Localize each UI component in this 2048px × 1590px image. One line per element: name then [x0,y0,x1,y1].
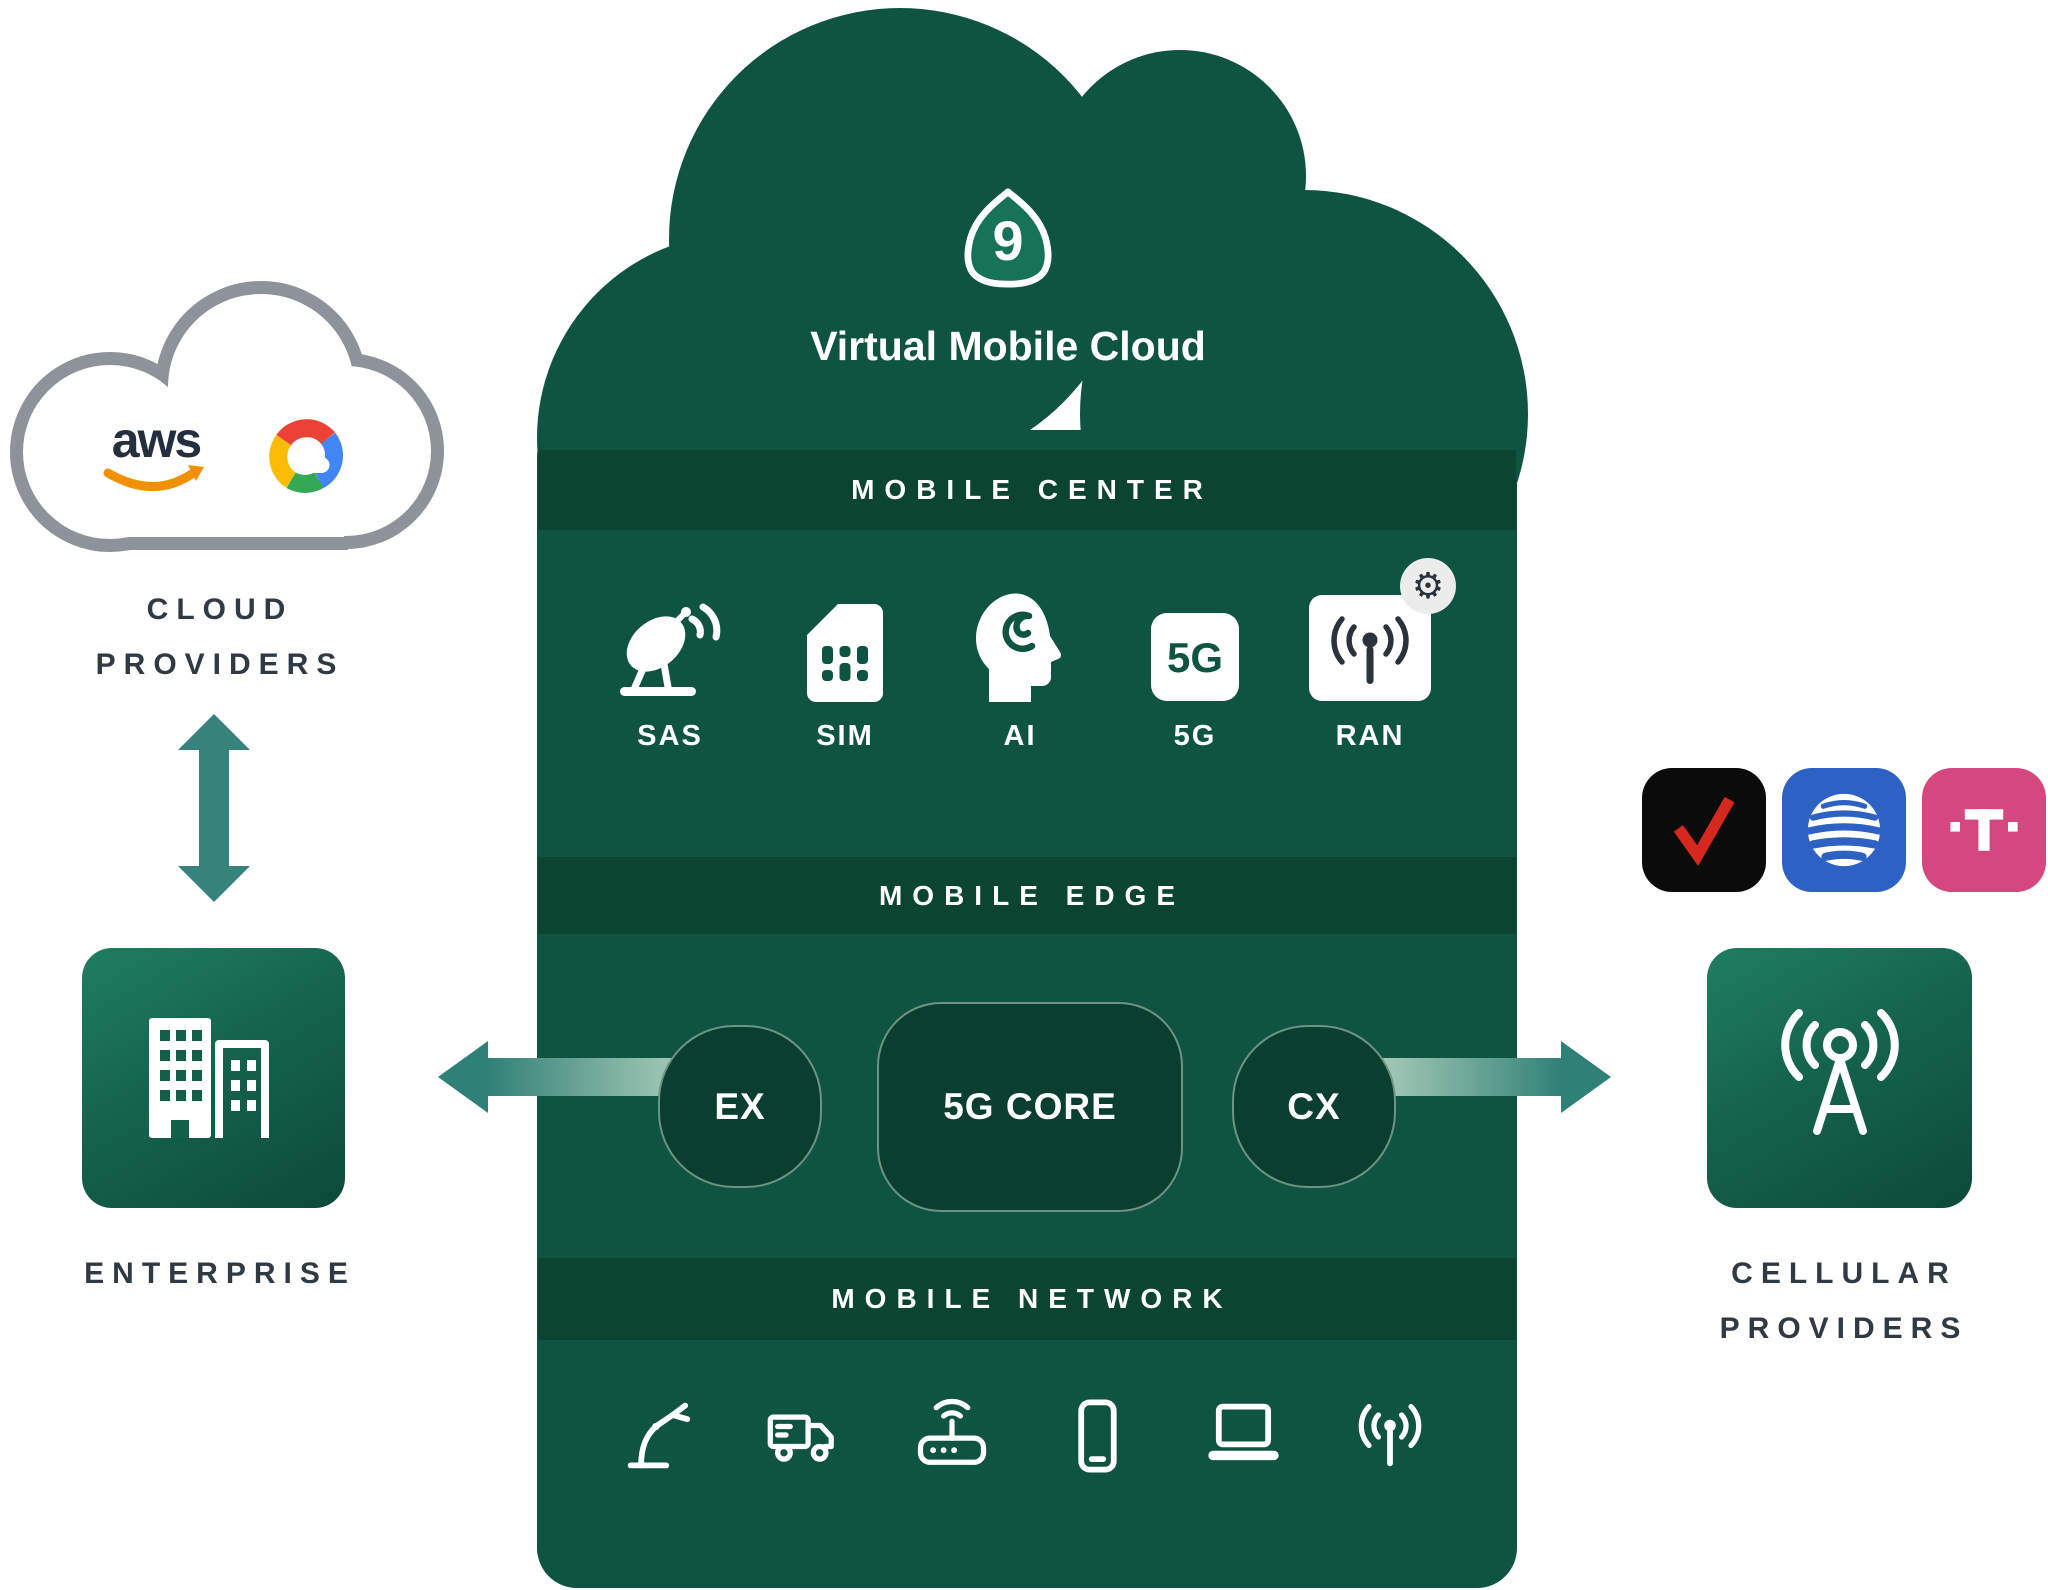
google-cloud-logo [269,419,343,493]
mobile-center-item-ai: AI [932,580,1108,770]
edge-node-cx: CX [1232,1025,1396,1188]
delivery-truck-icon [741,1390,871,1482]
mobile-center-item-sas: SAS [582,580,758,770]
mobile-edge-band: MOBILE EDGE [538,857,1516,934]
edge-node-5g-core: 5G CORE [877,1002,1183,1212]
antenna-icon [1325,1390,1455,1482]
svg-text:5G: 5G [1167,634,1223,681]
item-label: AI [1003,720,1037,752]
item-label: SAS [637,720,703,752]
cloud-outline-icon [10,281,444,552]
wifi-router-icon [887,1390,1017,1482]
cellular-providers-tile [1707,948,1972,1208]
sim-card-icon [807,580,883,702]
mobile-center-band: MOBILE CENTER [538,450,1516,530]
mobile-center-item-sim: SIM [757,580,933,770]
verizon-logo [1642,768,1766,892]
att-globe-logo [1782,768,1906,892]
enterprise-tile [82,948,345,1208]
item-label: RAN [1335,720,1405,752]
route-9-badge-icon: 9 [964,188,1052,288]
gear-icon: ⚙ [1400,558,1456,614]
aws-logo: aws [103,413,204,491]
laptop-icon [1179,1390,1309,1482]
cloud-bump [537,233,947,643]
satellite-dish-icon [612,580,728,702]
cell-tower-icon [1780,1009,1899,1135]
t-mobile-logo [1922,768,2046,892]
svg-text:aws: aws [112,413,201,468]
item-label: SIM [816,720,874,752]
badge-number: 9 [992,210,1023,272]
enterprise-label: ENTERPRISE [84,1257,356,1290]
cloud-providers-label: CLOUD PROVIDERS [95,593,345,681]
edge-node-ex: EX [658,1025,822,1188]
cloud-bump [1080,190,1528,638]
cloud-title: Virtual Mobile Cloud [810,323,1206,369]
mobile-center-item-5g: 5G 5G [1107,580,1283,770]
ran-radio-icon: ⚙ [1308,558,1456,702]
arrow-to-enterprise-icon [438,1041,488,1113]
office-buildings-icon [148,1018,269,1138]
bidirectional-arrow-icon [178,714,250,902]
5g-tile-icon: 5G [1150,580,1240,702]
ai-head-icon [970,580,1070,702]
smartphone-icon [1033,1390,1163,1482]
mobile-center-item-ran: ⚙ RAN [1282,558,1458,770]
robot-arm-icon [595,1390,725,1482]
arrow-to-cellular-icon [1561,1041,1611,1113]
item-label: 5G [1173,720,1217,752]
mobile-network-band: MOBILE NETWORK [538,1258,1516,1340]
cellular-providers-label: CELLULAR PROVIDERS [1719,1257,1969,1345]
